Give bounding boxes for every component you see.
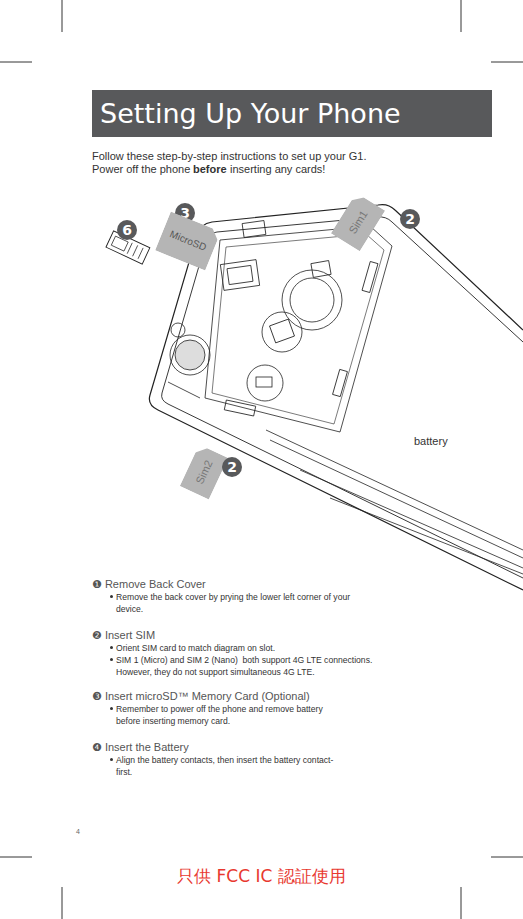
step-heading: ❷ Insert SIM (92, 628, 155, 642)
text-label: 4 (76, 826, 80, 838)
memory-card: Sim2 (180, 444, 228, 499)
instruction-text: Remove the back cover by prying the lowe… (116, 591, 352, 615)
text-label: Power off the phone (92, 162, 190, 176)
title-band: Setting Up Your Phone (92, 90, 492, 137)
callout-number: 6 (117, 220, 137, 240)
instruction-text: Align the battery contacts, then insert … (116, 754, 346, 778)
text-label: inserting any cards! (230, 162, 325, 176)
instruction-text: Orient SIM card to match diagram on slot… (116, 642, 406, 654)
memory-card: MicroSD (155, 211, 221, 270)
bullet-dot (110, 646, 113, 649)
card-outline (180, 444, 228, 499)
text-label: Follow these step-by-step instructions t… (92, 149, 367, 163)
callout-number: 2 (222, 457, 242, 477)
instruction-text: Remember to power off the phone and remo… (116, 703, 342, 727)
memory-card: Sim1 (331, 193, 385, 252)
phone-components (168, 221, 523, 574)
card-outline (155, 211, 221, 270)
bullet-dot (110, 658, 113, 661)
text-label: battery (414, 434, 448, 448)
step-heading: ❶ Remove Back Cover (92, 577, 206, 591)
callout-number: 2 (400, 209, 420, 229)
page-title: Setting Up Your Phone (100, 90, 401, 137)
step-heading: ❹ Insert the Battery (92, 740, 189, 754)
callout-digit: 6 (122, 223, 132, 237)
bullet-dot (110, 707, 113, 710)
text-label: 只供 FCC IC 認証使用 (0, 866, 523, 887)
bullet-dot (110, 595, 113, 598)
phone-body (149, 205, 523, 590)
callout-digit: 2 (227, 460, 237, 474)
card-outline (331, 193, 385, 252)
step-heading: ❸ Insert microSD™ Memory Card (Optional) (92, 689, 310, 703)
text-label: before (193, 162, 227, 176)
bullet-dot (110, 758, 113, 761)
callout-digit: 2 (405, 212, 415, 226)
instruction-text: SIM 1 (Micro) and SIM 2 (Nano) both supp… (116, 654, 408, 678)
